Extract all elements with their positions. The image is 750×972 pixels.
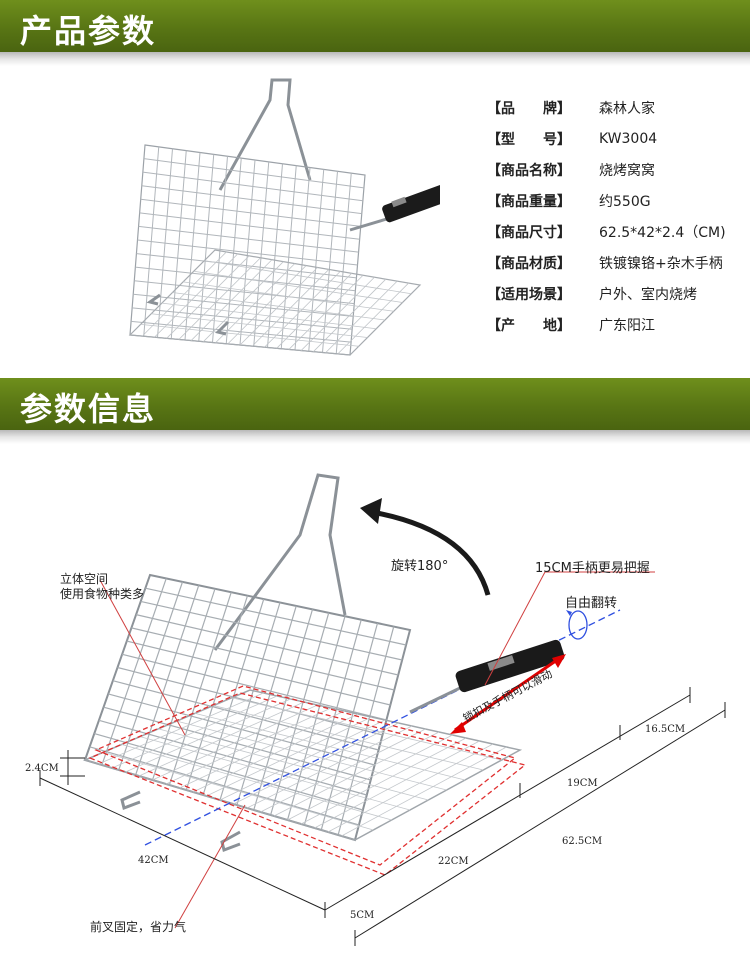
- dim-basket-length: 22CM: [438, 856, 469, 867]
- spec-label: 【商品尺寸】: [487, 224, 571, 241]
- section-title: 产品参数: [20, 12, 157, 50]
- spec-value: KW3004: [599, 130, 658, 147]
- fork-note: 前叉固定，省力气: [90, 920, 187, 934]
- dim-handle-length: 19CM: [567, 778, 598, 789]
- space-note-line2: 使用食物种类多: [60, 587, 145, 601]
- spec-value: 广东阳江: [599, 317, 655, 334]
- spec-label: 【商品材质】: [487, 255, 571, 272]
- handle-grip-label: 15CM手柄更易把握: [535, 561, 650, 576]
- spec-label: 【适用场景】: [487, 286, 571, 303]
- spec-label: 【型 号】: [487, 131, 571, 148]
- dim-handle-part: 16.5CM: [645, 724, 686, 735]
- spec-row-scene: 【适用场景】 户外、室内烧烤: [487, 278, 726, 309]
- spec-label: 【商品重量】: [487, 193, 571, 210]
- dim-width: 42CM: [138, 855, 169, 866]
- dim-height: 2.4CM: [25, 763, 59, 774]
- section-banner-product-params: 产品参数: [0, 0, 750, 52]
- spec-value: 62.5*42*2.4（CM): [599, 224, 726, 241]
- spec-value: 森林人家: [599, 100, 655, 117]
- spec-value: 烧烤窝窝: [599, 162, 655, 179]
- rotate-label: 旋转180°: [391, 559, 449, 574]
- dim-foot: 5CM: [350, 910, 375, 921]
- dim-total-length: 62.5CM: [562, 836, 603, 847]
- spec-label: 【商品名称】: [487, 162, 571, 179]
- section-title: 参数信息: [20, 390, 157, 428]
- spec-row-brand: 【品 牌】 森林人家: [487, 92, 726, 123]
- banner-shadow: [0, 430, 750, 444]
- dimension-diagram: [39, 473, 726, 946]
- spec-value: 约550G: [599, 193, 651, 210]
- spec-label: 【品 牌】: [487, 100, 571, 117]
- spec-row-model: 【型 号】 KW3004: [487, 123, 726, 154]
- spec-row-weight: 【商品重量】 约550G: [487, 185, 726, 216]
- spec-list: 【品 牌】 森林人家 【型 号】 KW3004 【商品名称】 烧烤窝窝 【商品重…: [487, 92, 726, 340]
- spec-row-origin: 【产 地】 广东阳江: [487, 309, 726, 340]
- spec-row-name: 【商品名称】 烧烤窝窝: [487, 154, 726, 185]
- section-banner-param-info: 参数信息: [0, 378, 750, 430]
- space-note-line1: 立体空间: [60, 572, 109, 586]
- banner-shadow: [0, 52, 750, 66]
- spec-value: 铁镀镍铬+杂木手柄: [599, 255, 723, 272]
- product-image-grill-basket: [128, 78, 440, 356]
- free-flip-label: 自由翻转: [565, 596, 618, 611]
- spec-row-material: 【商品材质】 铁镀镍铬+杂木手柄: [487, 247, 726, 278]
- spec-value: 户外、室内烧烤: [599, 286, 697, 303]
- spec-label: 【产 地】: [487, 317, 571, 334]
- spec-row-size: 【商品尺寸】 62.5*42*2.4（CM): [487, 216, 726, 247]
